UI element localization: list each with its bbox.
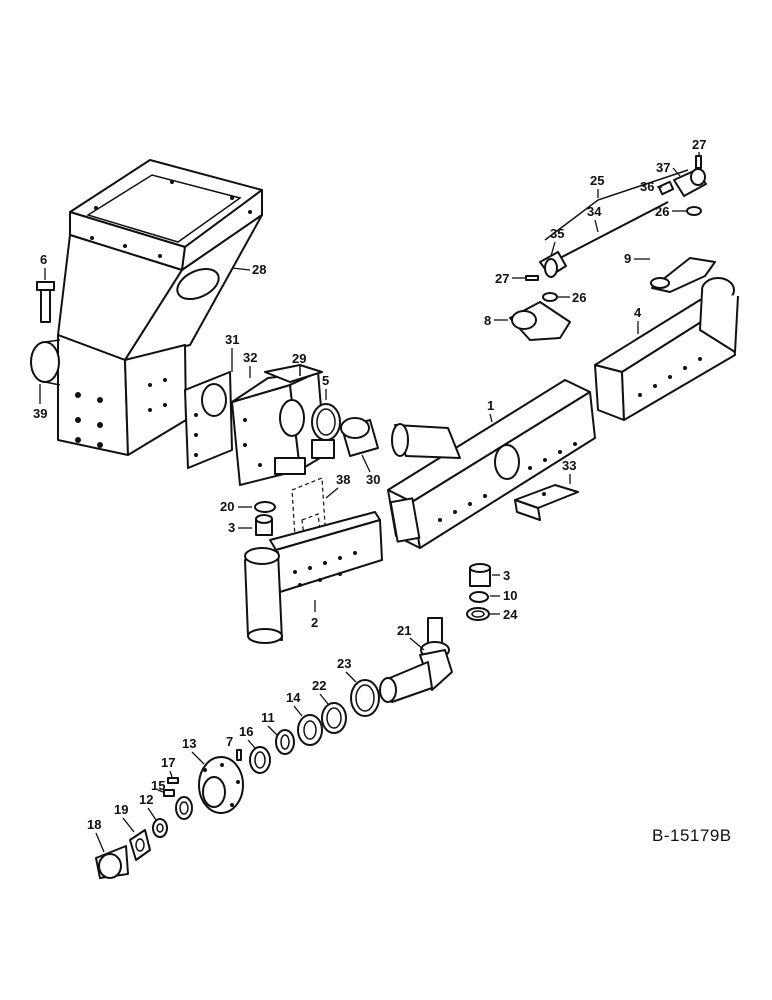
seal-23 [350,679,380,717]
callout-31: 31 [225,332,239,347]
callout-26-lower: 26 [572,290,586,305]
callout-38: 38 [336,472,350,487]
callout-19: 19 [114,802,128,817]
stud-15 [163,789,175,797]
bearing-11 [275,729,295,755]
tie-rod-bracket [544,169,689,241]
steering-arm-9 [650,257,716,293]
callout-32: 32 [243,350,257,365]
callout-37: 37 [656,160,670,175]
callout-5: 5 [322,373,329,388]
callout-10: 10 [503,588,517,603]
bearing-cone-14 [297,714,323,746]
callout-18: 18 [87,817,101,832]
callout-1: 1 [487,398,494,413]
support-bracket [231,371,326,486]
drawing-code: B-15179B [652,826,732,845]
clamp-36 [657,180,675,196]
callout-22: 22 [312,678,326,693]
callout-17: 17 [161,755,175,770]
callout-34: 34 [587,204,602,219]
tie-rod-end-35 [539,251,567,278]
callout-36: 36 [640,179,654,194]
callout-23: 23 [337,656,351,671]
callout-33: 33 [562,458,576,473]
callout-15: 15 [151,778,165,793]
callout-25: 25 [590,173,604,188]
bolster-housing [30,159,263,456]
callout-11: 11 [261,710,275,725]
tie-rod-34 [559,201,669,259]
bearing-cone-outer [175,796,193,820]
callout-7: 7 [226,734,233,749]
callout-12: 12 [139,792,153,807]
steering-arm-8 [509,301,571,341]
seal-ring [466,607,490,621]
gasket-19 [129,829,151,861]
callout-20: 20 [220,499,234,514]
axle-extension-right [594,277,739,421]
bushing-left [255,514,273,536]
hub-cap-18 [95,845,129,879]
callout-13: 13 [182,736,196,751]
callout-8: 8 [484,313,491,328]
callouts: 1 2 3 3 4 5 6 7 8 9 10 11 12 [33,137,706,853]
bolt-27-lower [525,275,539,281]
bolt-27-upper [695,155,702,169]
callout-24: 24 [503,607,518,622]
stud-7 [236,749,242,761]
washer-12 [152,818,168,838]
axle-main-beam [387,379,596,549]
washer-left [254,501,276,513]
callout-2: 2 [311,615,318,630]
callout-16: 16 [239,724,253,739]
callout-14: 14 [286,690,301,705]
bearing-cup-16 [249,746,271,774]
callout-27-upper: 27 [692,137,706,152]
tie-rod-end-37 [673,168,707,197]
bushing-right [469,563,491,587]
axle-extension-left [244,511,383,644]
bearing-cup-22 [321,702,347,734]
frame-bracket [264,364,323,383]
callout-26-upper: 26 [655,204,669,219]
callout-21: 21 [397,623,411,638]
bushing-ring [311,403,341,459]
wheel-hub-13 [198,756,244,814]
mounting-bracket [184,371,233,469]
nut-26-lower [542,292,558,302]
callout-9: 9 [624,251,631,266]
bolt [36,281,55,323]
mounting-plate [514,484,579,521]
callout-39: 39 [33,406,47,421]
nut-26-upper [686,206,702,216]
callout-4: 4 [634,305,642,320]
callout-28: 28 [252,262,266,277]
bushing-sleeve [340,417,379,457]
callout-6: 6 [40,252,47,267]
stud-17 [167,777,179,784]
callout-30: 30 [366,472,380,487]
thrust-washer [469,591,489,603]
callout-27-lower: 27 [495,271,509,286]
callout-3-left: 3 [228,520,235,535]
callout-3-right: 3 [503,568,510,583]
callout-29: 29 [292,351,306,366]
steering-spindle [379,617,453,703]
callout-35: 35 [550,226,564,241]
